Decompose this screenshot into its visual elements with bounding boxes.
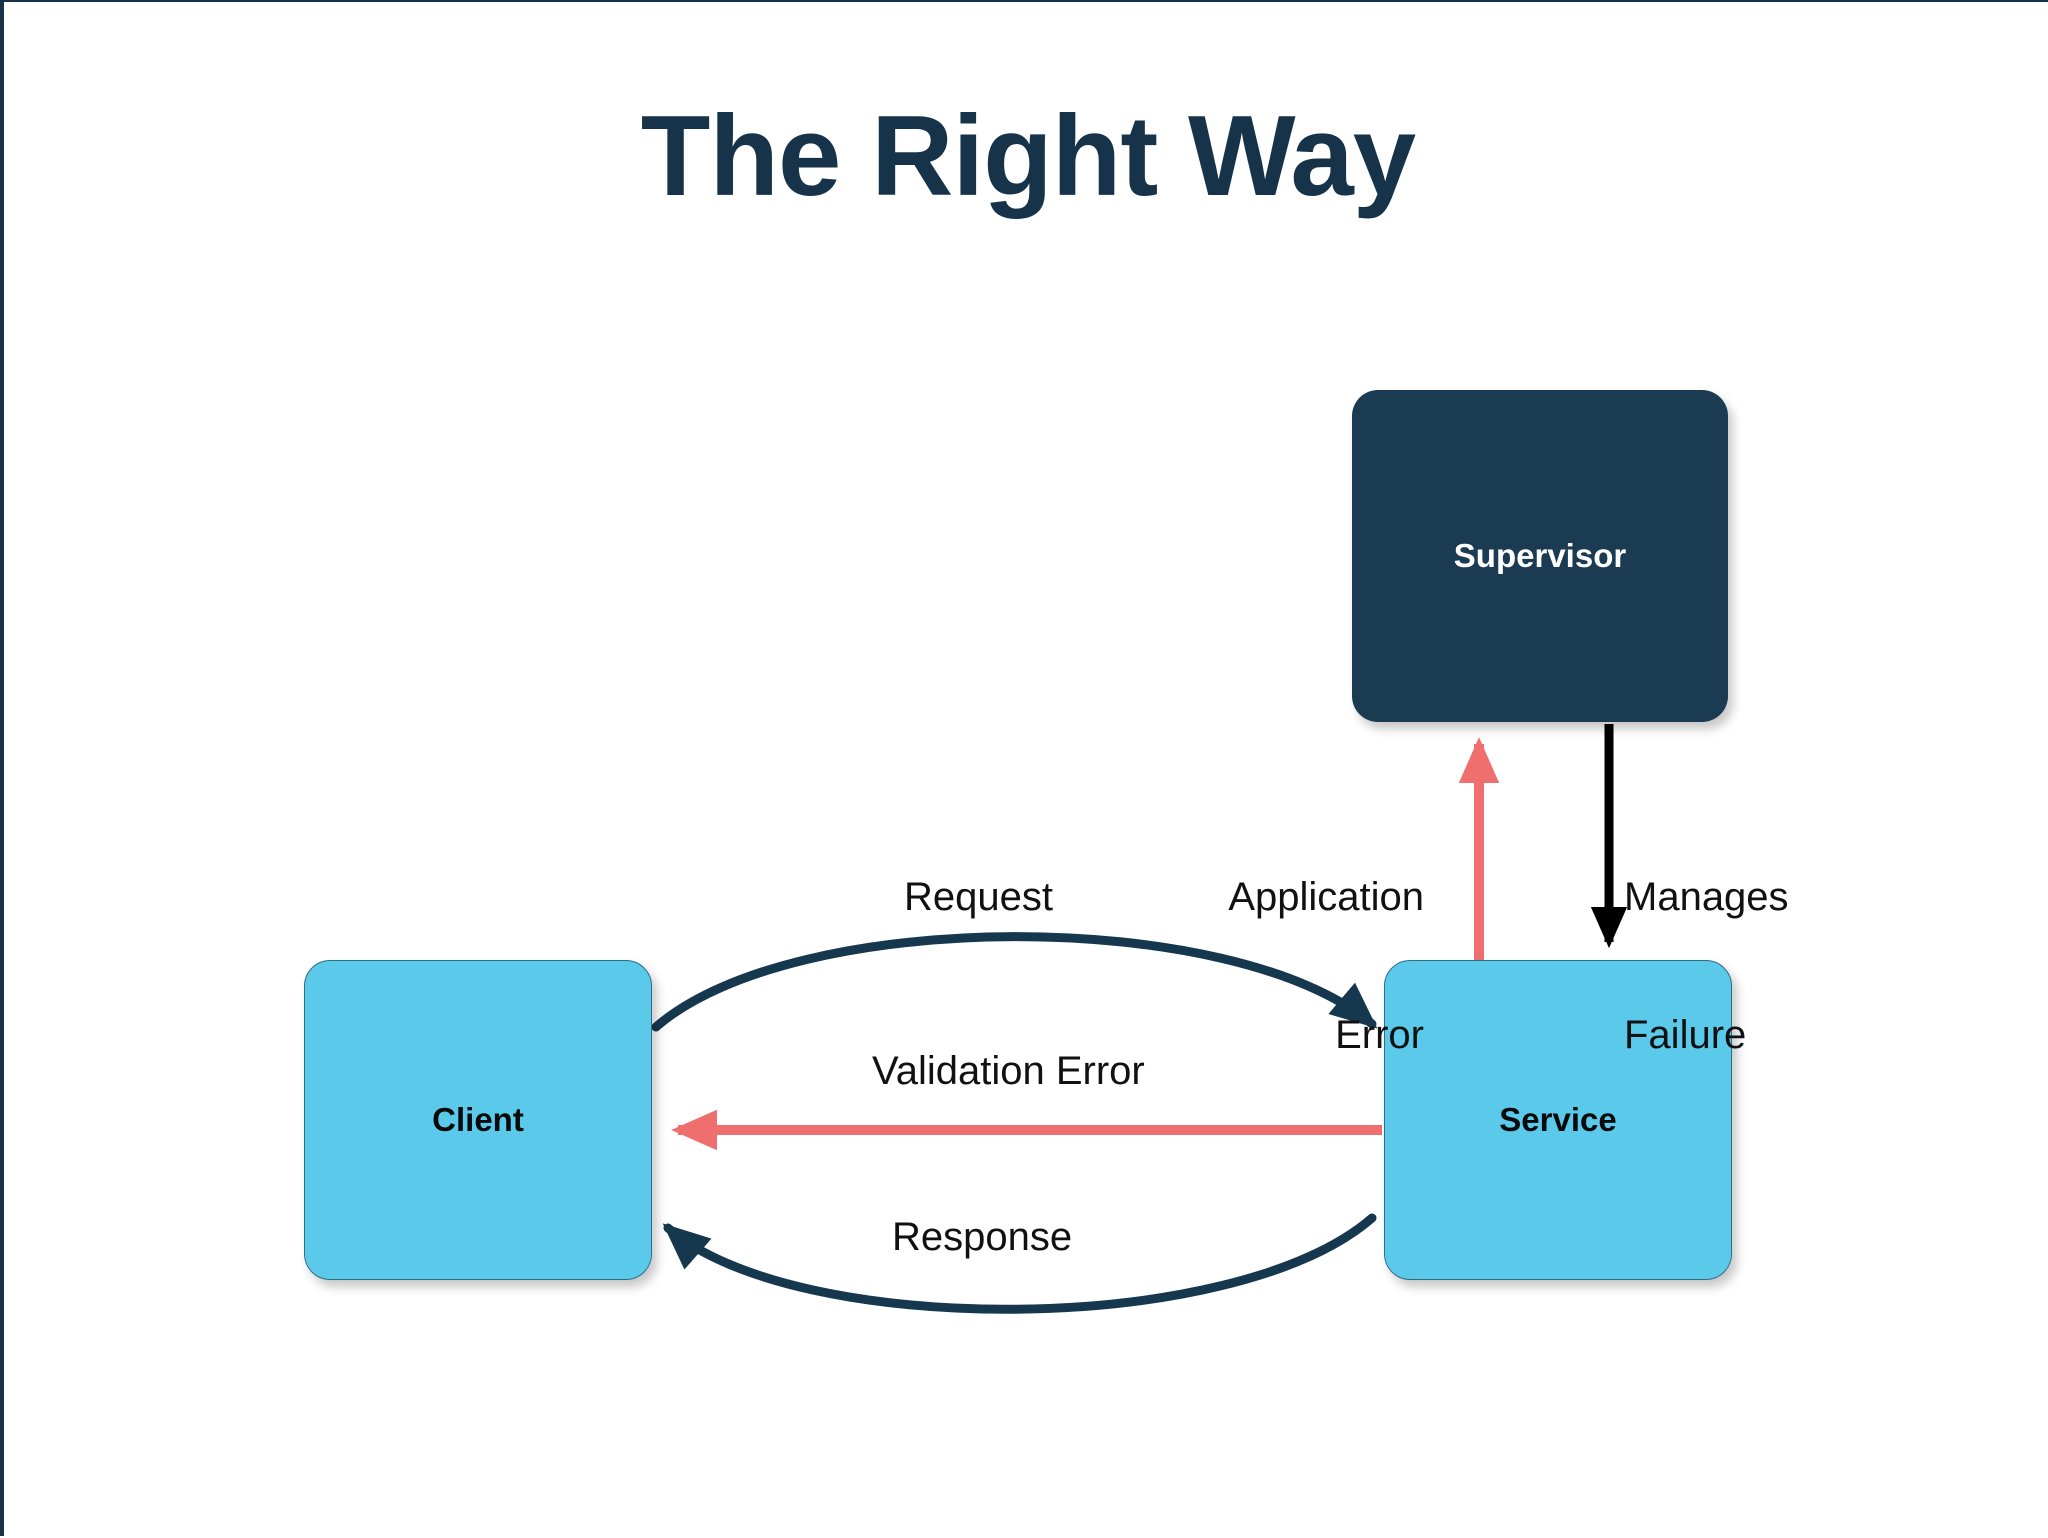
edge-label-manages-failure-line2: Failure — [1624, 1013, 1747, 1057]
edge-label-application-error: Application Error — [1184, 782, 1424, 1150]
node-service-label: Service — [1499, 1101, 1617, 1138]
node-service[interactable]: Service — [1384, 960, 1732, 1280]
edge-label-request: Request — [904, 875, 1053, 919]
edge-label-response: Response — [892, 1215, 1073, 1259]
edge-label-application-error-line2: Error — [1335, 1013, 1424, 1057]
edge-layer — [651, 724, 1628, 1314]
edge-label-validation-error: Validation Error — [872, 1049, 1145, 1093]
page-title: The Right Way — [640, 93, 1416, 220]
node-client-label: Client — [432, 1101, 524, 1138]
edge-label-manages-failure: Manages Failure — [1624, 782, 1884, 1150]
edge-response-path — [662, 1213, 1377, 1314]
edge-label-application-error-line1: Application — [1228, 875, 1424, 919]
edge-request-path — [651, 932, 1378, 1032]
node-supervisor-label: Supervisor — [1453, 537, 1627, 574]
edge-label-manages-failure-line1: Manages — [1624, 875, 1789, 919]
node-client[interactable]: Client — [304, 960, 652, 1280]
node-supervisor[interactable]: Supervisor — [1352, 390, 1728, 722]
